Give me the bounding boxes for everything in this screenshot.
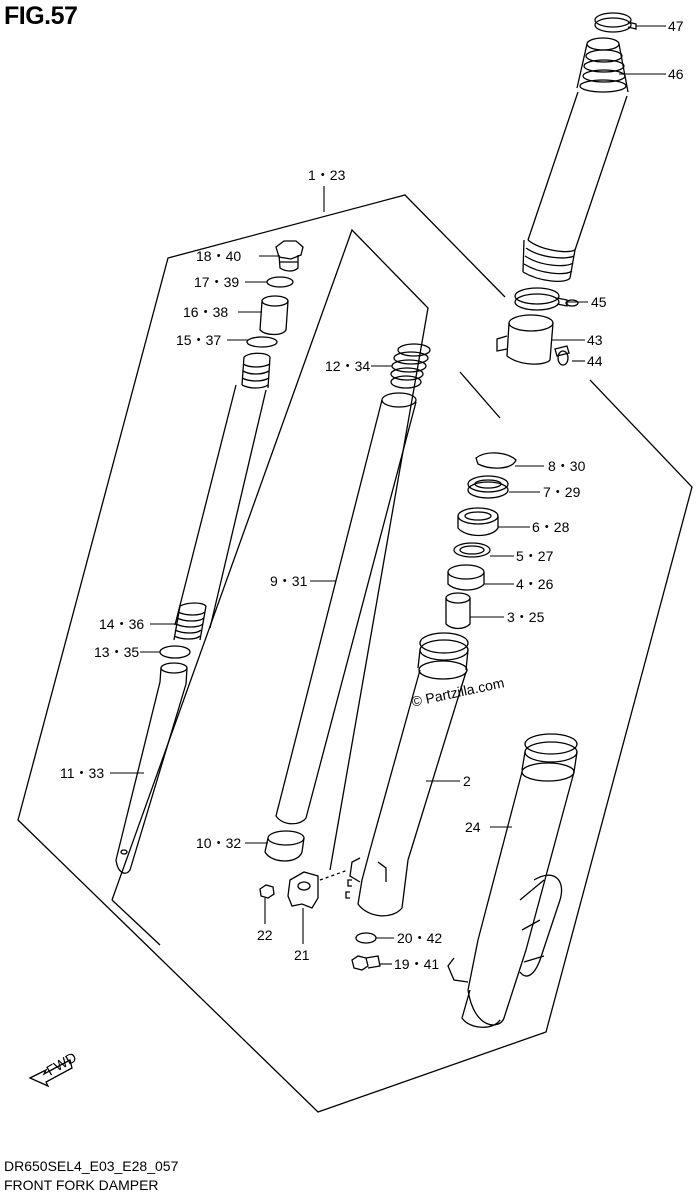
callout-11: 11・33 bbox=[60, 765, 104, 781]
callout-5: 5・27 bbox=[516, 548, 554, 564]
callout-44: 44 bbox=[587, 353, 603, 369]
assembly-outline bbox=[17, 194, 693, 1113]
callout-2: 2 bbox=[463, 773, 471, 789]
part-43-holder bbox=[496, 314, 554, 365]
callout-19: 19・41 bbox=[394, 956, 439, 972]
callout-21: 21 bbox=[294, 947, 310, 963]
part-8-stopper-ring bbox=[475, 452, 517, 469]
part-10-bush bbox=[264, 830, 305, 862]
callout-7: 7・29 bbox=[543, 484, 581, 500]
callout-24: 24 bbox=[465, 819, 481, 835]
callout-47: 47 bbox=[668, 18, 684, 34]
callout-3: 3・25 bbox=[507, 609, 545, 625]
callout-43: 43 bbox=[587, 332, 603, 348]
part-13-ring bbox=[159, 645, 191, 659]
callout-15: 15・37 bbox=[176, 332, 221, 348]
part-9-inner-tube bbox=[275, 392, 417, 825]
part-5-washer bbox=[453, 542, 491, 558]
leader-lines bbox=[110, 25, 666, 965]
part-21-axle-holder bbox=[287, 869, 349, 909]
inner-tube-outline bbox=[111, 228, 429, 901]
inner-tube-outline-link bbox=[111, 899, 161, 946]
diagram-code: DR650SEL4_E03_E28_057 bbox=[4, 1158, 179, 1174]
part-19-bolt bbox=[351, 955, 381, 971]
callout-6: 6・28 bbox=[532, 519, 570, 535]
part-46-fork-boot bbox=[522, 37, 629, 283]
callout-14: 14・36 bbox=[99, 616, 144, 632]
part-12-spring bbox=[390, 343, 431, 389]
diagram-name: FRONT FORK DAMPER bbox=[4, 1177, 159, 1193]
callout-10: 10・32 bbox=[196, 835, 241, 851]
part-2-outer-tube bbox=[345, 632, 469, 917]
callout-labels: 47 46 1・23 18・40 17・39 16・38 15・37 45 43… bbox=[60, 18, 684, 972]
callout-17: 17・39 bbox=[194, 274, 239, 290]
part-47-clamp bbox=[594, 12, 637, 33]
callout-13: 13・35 bbox=[94, 644, 139, 660]
callout-18: 18・40 bbox=[196, 248, 241, 264]
callout-20: 20・42 bbox=[397, 930, 442, 946]
part-11-cylinder bbox=[115, 662, 188, 874]
callout-1: 1・23 bbox=[308, 167, 346, 183]
fwd-arrow-icon: FWD bbox=[28, 1049, 79, 1088]
damper-rod-assembly bbox=[174, 352, 271, 629]
part-4-guide-bush bbox=[447, 564, 485, 591]
part-3-slide-bush bbox=[445, 592, 471, 630]
callout-45: 45 bbox=[591, 294, 607, 310]
part-20-washer bbox=[355, 932, 377, 944]
callout-12: 12・34 bbox=[325, 358, 370, 374]
outer-tube-outline bbox=[459, 371, 501, 419]
part-24-outer-tube bbox=[447, 733, 578, 1028]
callout-46: 46 bbox=[668, 66, 684, 82]
part-15-washer bbox=[246, 336, 278, 348]
callout-22: 22 bbox=[257, 927, 273, 943]
callout-9: 9・31 bbox=[270, 573, 308, 589]
callout-4: 4・26 bbox=[516, 576, 554, 592]
part-14-spring bbox=[173, 602, 207, 641]
part-18-cap-bolt bbox=[275, 240, 304, 272]
callout-16: 16・38 bbox=[183, 304, 228, 320]
part-16-spacer bbox=[259, 295, 289, 336]
figure-title: FIG.57 bbox=[4, 2, 78, 30]
part-7-dust-seal bbox=[467, 475, 509, 499]
part-17-o-ring bbox=[266, 276, 294, 288]
part-44-bolt bbox=[554, 345, 570, 366]
part-22-nut bbox=[259, 884, 275, 899]
part-45-clamp bbox=[514, 287, 579, 311]
callout-8: 8・30 bbox=[548, 458, 586, 474]
part-6-oil-seal bbox=[457, 507, 499, 537]
